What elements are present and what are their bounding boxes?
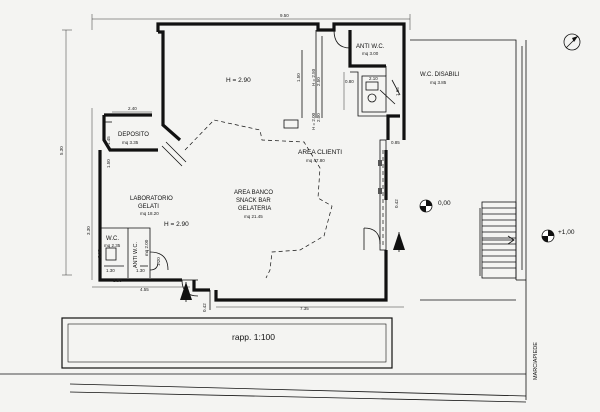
bottom-strip (0, 299, 527, 403)
area-area-banco: mq 21.45 (244, 214, 263, 219)
deposito-block: 2.40 1.45 (104, 106, 187, 167)
scale-label: rapp. 1:100 (232, 332, 275, 342)
dim-anti-wc-w: 1.50 (296, 73, 301, 82)
dim-left-height: 5.30 (59, 146, 64, 155)
dim-wc-dis-w2: 2.10 (369, 76, 378, 81)
area-anti-wc-small: mq 2.00 (144, 239, 149, 256)
street-label: MARCIAPIEDE (533, 342, 539, 380)
label-area-banco-3: GELATERIA (238, 206, 271, 212)
north-arrow-icon (563, 33, 581, 51)
counter-outline (184, 119, 333, 279)
dim-anti-wc-v2: 2.00 (316, 113, 321, 122)
label-laboratorio-1: LABORATORIO (130, 196, 173, 202)
dim-anti-wc-v1: 2.50 (316, 77, 321, 86)
dim-door-w: 0.42 (202, 303, 207, 312)
label-laboratorio-2: GELATI (138, 204, 159, 210)
area-anti-wc: mq 3.00 (362, 51, 379, 56)
area-laboratorio: mq 18.20 (140, 211, 159, 216)
label-main-height: H = 2.90 (226, 77, 251, 84)
dim-h250: H = 2.50 (311, 68, 316, 86)
dim-dep-v2: 1.50 (106, 159, 111, 168)
dim-wc-dis-w: 0.85 (391, 140, 400, 145)
label-area-banco-2: SNACK BAR (236, 198, 271, 204)
dim-bot-small2: 1.30 (136, 268, 145, 273)
right-wall-band (378, 139, 387, 251)
area-wc-disabili: mq 3.85 (430, 80, 447, 85)
area-wc-small: mq 2.35 (104, 243, 121, 248)
dim-dep-v1: 1.45 (106, 136, 111, 145)
dim-wc-dis-v: 1.65 (395, 87, 400, 96)
dim-deposito-width: 2.40 (128, 106, 137, 111)
entrance-doors (181, 227, 381, 310)
dim-wc-h1: 2.15 (97, 249, 102, 258)
area-deposito: mq 3.35 (122, 140, 139, 145)
room-labels: H = 2.90 ANTI W.C. mq 3.00 W.C. DISABILI… (104, 44, 539, 380)
wc-block-small: 1.30 1.30 1.20 (100, 227, 169, 278)
label-wc-small: W.C. (106, 236, 119, 242)
dim-bot-small1: 1.30 (106, 268, 115, 273)
label-anti-wc-small: ANTI W.C. (133, 242, 139, 268)
level-floor: 0,00 (438, 200, 451, 207)
dim-wc-width: 1.90 (113, 278, 122, 283)
dim-side-gap: 0.80 (345, 79, 354, 84)
area-area-clienti: mq 47.80 (306, 158, 325, 163)
label-laboratorio-height: H = 2.90 (164, 221, 189, 228)
level-marker-icon: 0,00 +1,00 (419, 199, 575, 243)
label-wc-disabili: W.C. DISABILI (420, 72, 460, 78)
dim-wc-h2: 1.20 (156, 257, 161, 266)
section-marker-icon (180, 232, 405, 302)
dim-right-door: 0.42 (394, 199, 399, 208)
dim-bottom-right: 7.35 (300, 306, 309, 311)
label-deposito: DEPOSITO (118, 132, 149, 138)
label-anti-wc: ANTI W.C. (356, 44, 385, 50)
label-area-banco-1: AREA BANCO (234, 190, 273, 196)
dim-top-overall: 9.50 (280, 13, 289, 18)
exterior-stair (410, 39, 527, 400)
left-dimension: 5.30 3.30 (59, 29, 93, 280)
wc-block-top: 2.50 2.00 1.65 2.10 0.85 0.80 (316, 29, 401, 145)
dim-bottom-left: 4.55 (140, 287, 149, 292)
dim-left-depth: 3.30 (86, 226, 91, 235)
top-dimension: 9.50 (91, 13, 411, 30)
bottom-dimension: 4.55 7.35 0.42 0.42 (92, 199, 404, 312)
partitions: H = 2.50 H = 2.00 (283, 30, 323, 130)
level-stair: +1,00 (558, 229, 575, 236)
dim-h200: H = 2.00 (311, 112, 316, 130)
label-area-clienti: AREA CLIENTI (298, 149, 342, 156)
